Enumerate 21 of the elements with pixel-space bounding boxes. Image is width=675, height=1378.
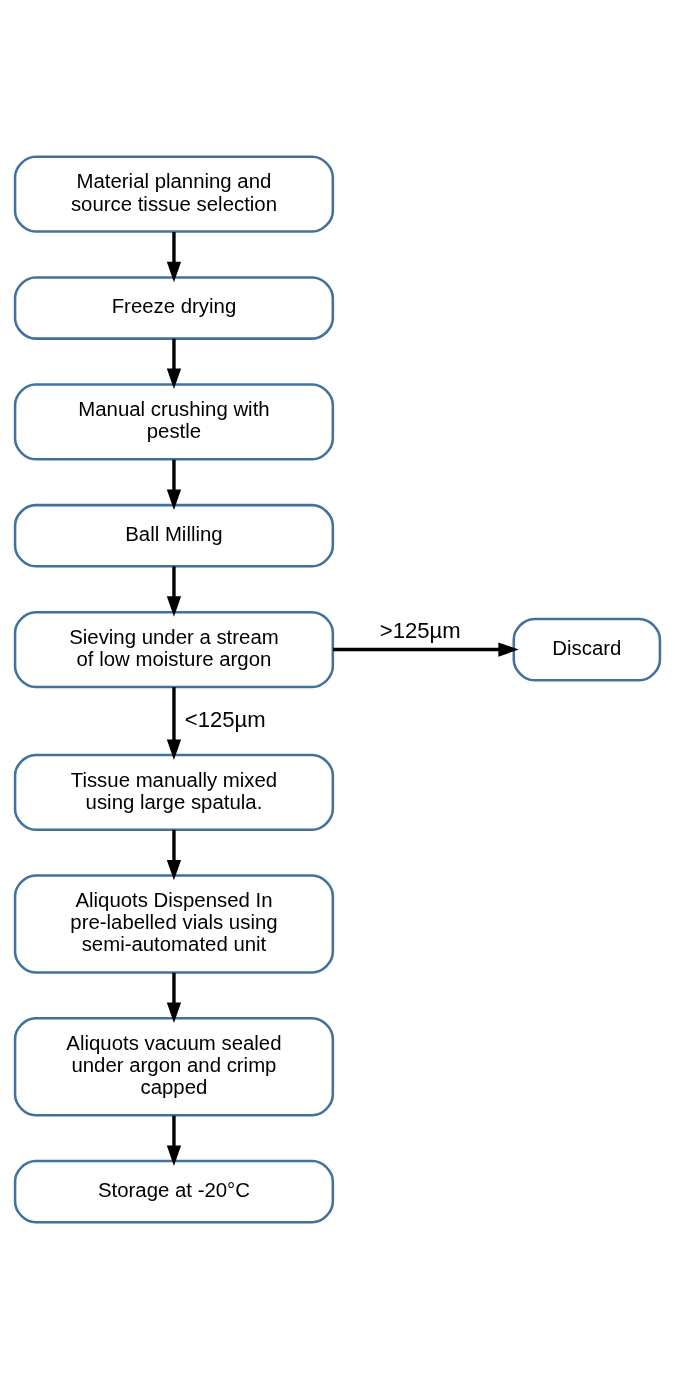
node-box: Discard (512, 617, 662, 681)
arrow (166, 1115, 182, 1166)
node-box: Aliquots Dispensed In pre-labelled vials using semi-automated unit (13, 873, 335, 974)
arrow (166, 231, 182, 282)
edge-label: <125µm (184, 706, 266, 732)
arrow (166, 565, 182, 617)
arrow (166, 338, 182, 389)
node-box: Sieving under a stream of low moisture argon (13, 610, 335, 688)
node-box: Storage at -20°C (13, 1159, 335, 1223)
node-box: Manual crushing with pestle (13, 382, 335, 461)
arrow (166, 972, 182, 1023)
node-box: Tissue manually mixed using large spatula. (13, 753, 335, 831)
node-box: Material planning and source tissue selection (13, 155, 335, 233)
arrow (166, 829, 182, 880)
arrow (333, 641, 519, 657)
arrow (166, 686, 182, 760)
node-box: Aliquots vacuum sealed under argon and crimp capped (13, 1016, 335, 1116)
node-box: Ball Milling (13, 503, 335, 568)
arrow (166, 459, 182, 510)
edge-label: >125µm (379, 617, 461, 643)
node-box: Freeze drying (13, 275, 335, 340)
